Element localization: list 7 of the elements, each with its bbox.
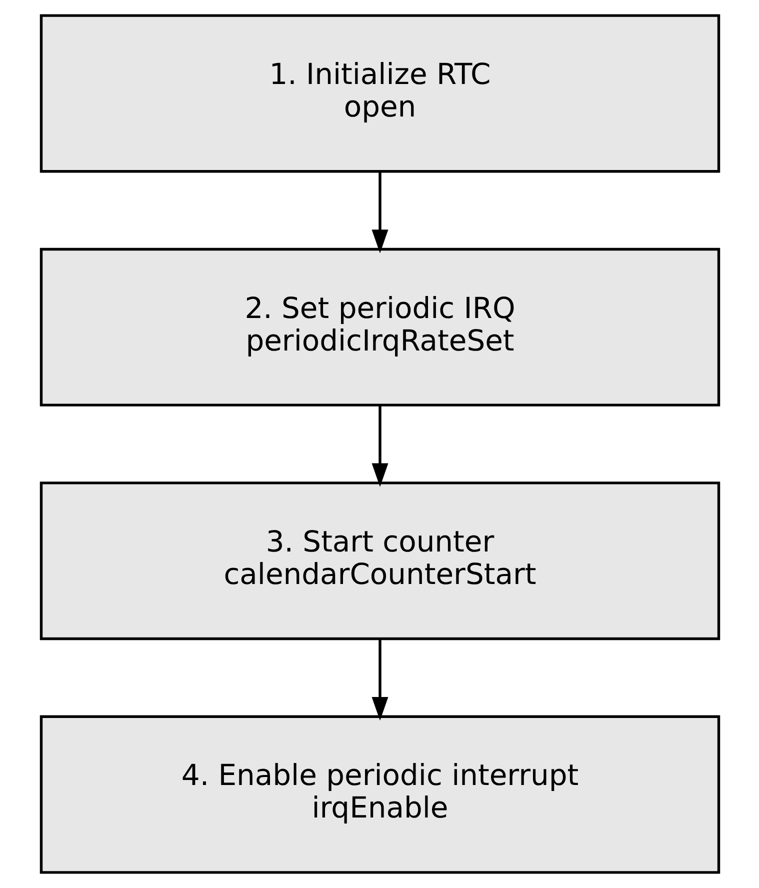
node-box: 1. Initialize RTC open	[39, 14, 720, 173]
arrow	[371, 172, 388, 254]
node-box: 4. Enable periodic interrupt irqEnable	[39, 715, 720, 874]
node-box: 3. Start counter calendarCounterStart	[39, 482, 720, 640]
node-box: 2. Set periodic IRQ periodicIrqRateSet	[39, 248, 720, 406]
arrow	[371, 406, 388, 487]
arrow	[371, 639, 388, 721]
